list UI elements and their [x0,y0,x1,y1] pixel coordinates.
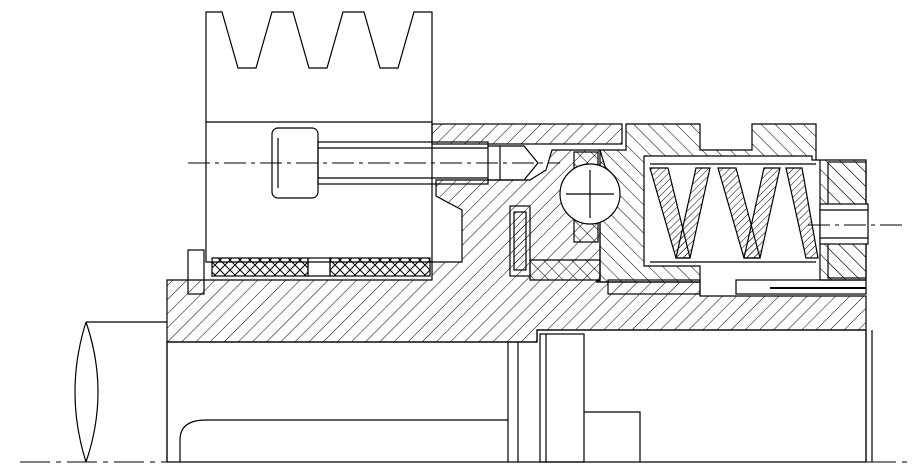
friction-liner [211,257,431,277]
needle-cage [509,205,531,277]
bearing-ball [559,151,621,243]
thrust-disc [529,259,601,281]
shaft-break [74,321,167,463]
shaft [166,329,873,463]
adjusting-nut [819,161,869,279]
spring-sleeve [607,279,867,295]
disc-springs [649,163,819,263]
